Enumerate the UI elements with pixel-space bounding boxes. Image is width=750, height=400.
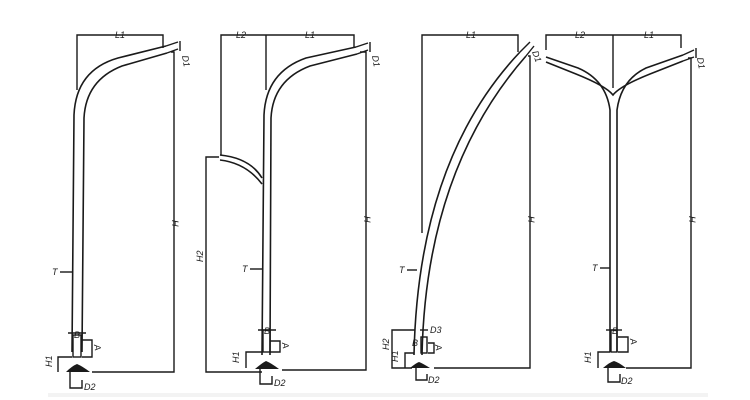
svg-text:H: H bbox=[170, 220, 180, 227]
svg-text:H1: H1 bbox=[231, 351, 241, 363]
svg-text:D3: D3 bbox=[430, 325, 442, 335]
svg-text:D2: D2 bbox=[84, 382, 96, 392]
svg-text:B: B bbox=[612, 326, 618, 336]
svg-text:L2: L2 bbox=[236, 30, 246, 40]
double-arm-unequal-height-pole: L2 L1 D1 H2 H T B A H1 D2 bbox=[195, 30, 382, 388]
svg-text:H2: H2 bbox=[381, 338, 391, 350]
svg-text:D2: D2 bbox=[274, 378, 286, 388]
svg-text:L1: L1 bbox=[644, 30, 654, 40]
svg-text:D2: D2 bbox=[621, 376, 633, 386]
svg-text:H: H bbox=[526, 216, 536, 223]
svg-text:H1: H1 bbox=[44, 355, 54, 367]
svg-text:L1: L1 bbox=[466, 30, 476, 40]
svg-text:B: B bbox=[264, 326, 270, 336]
svg-text:A: A bbox=[280, 341, 291, 350]
svg-text:L1: L1 bbox=[115, 30, 125, 40]
svg-text:D2: D2 bbox=[428, 375, 440, 385]
svg-text:D1: D1 bbox=[530, 49, 543, 63]
svg-text:H1: H1 bbox=[390, 350, 400, 362]
curved-pole: L1 D1 H T D3 H2 B A H1 D2 bbox=[381, 30, 543, 385]
svg-text:L1: L1 bbox=[305, 30, 315, 40]
svg-text:A: A bbox=[433, 343, 444, 352]
svg-text:B: B bbox=[412, 338, 418, 348]
svg-text:H: H bbox=[362, 216, 372, 223]
single-arm-pole: L1 D1 H T B A H1 D2 bbox=[44, 30, 192, 392]
svg-text:A: A bbox=[628, 337, 639, 346]
y-shaped-double-arm-pole: L2 L1 D1 H T B A H1 D2 bbox=[545, 30, 707, 386]
svg-text:H2: H2 bbox=[195, 250, 205, 262]
svg-text:A: A bbox=[92, 343, 103, 352]
svg-text:H: H bbox=[687, 216, 697, 223]
bottom-border-band bbox=[48, 393, 708, 397]
svg-text:D1: D1 bbox=[370, 55, 382, 68]
svg-text:H1: H1 bbox=[583, 351, 593, 363]
svg-text:T: T bbox=[52, 267, 59, 277]
svg-text:L2: L2 bbox=[575, 30, 585, 40]
svg-text:T: T bbox=[592, 263, 599, 273]
svg-text:T: T bbox=[242, 264, 249, 274]
svg-text:B: B bbox=[74, 330, 80, 340]
svg-text:D1: D1 bbox=[695, 57, 707, 70]
svg-text:D1: D1 bbox=[180, 55, 192, 68]
svg-text:T: T bbox=[399, 265, 406, 275]
